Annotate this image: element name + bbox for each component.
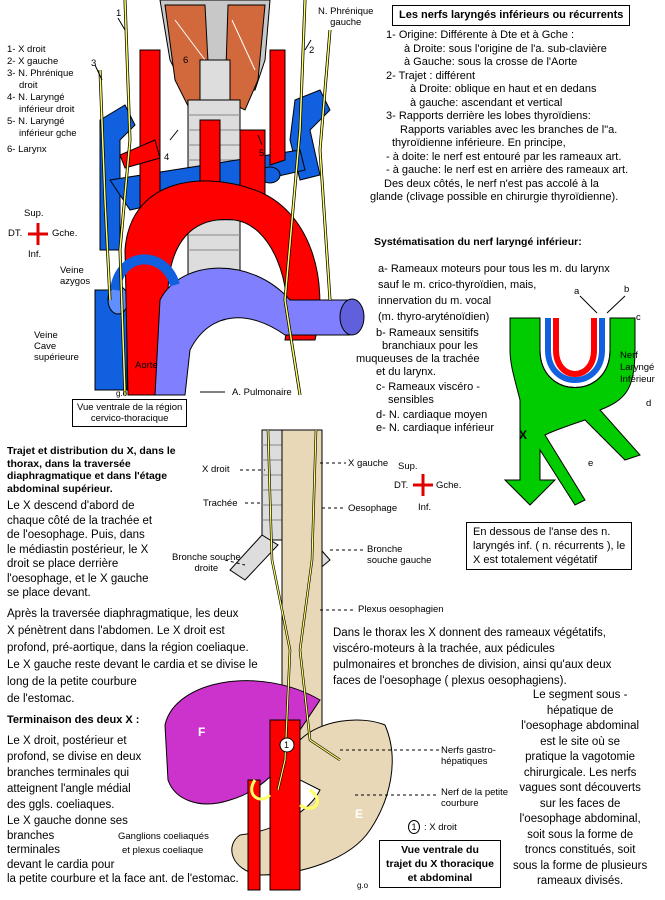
larynx-thyroid bbox=[159, 0, 271, 111]
label-nerfs-gastro: Nerfs gastro-hépatiques bbox=[441, 745, 496, 767]
schema-d: d bbox=[646, 398, 652, 409]
label-plexus: Plexus oesophagien bbox=[358, 604, 444, 615]
legend-item: inférieur gche bbox=[19, 128, 77, 139]
orient-dt: DT. bbox=[8, 228, 23, 239]
legend-item: inférieur droit bbox=[19, 104, 75, 115]
go-signature-bottom: g.o bbox=[357, 881, 369, 890]
legend-item: 1- X droit bbox=[7, 44, 46, 55]
celiac-ganglia bbox=[250, 779, 319, 810]
label-num4: 4 bbox=[164, 152, 170, 163]
schema-x: X bbox=[519, 428, 528, 442]
legend-item: 6- Larynx bbox=[7, 144, 47, 155]
orient2-sup: Sup. bbox=[398, 461, 418, 472]
label-num6: 6 bbox=[183, 55, 189, 66]
vagus-nerves-top-fill bbox=[99, 0, 331, 396]
go-signature-top: g.o bbox=[116, 389, 128, 398]
legend-item: 3- N. Phrénique bbox=[7, 68, 74, 79]
circle-marker-text: 1 bbox=[284, 740, 290, 750]
stomach-label: E bbox=[355, 807, 364, 821]
systematisation-text: a- Rameaux moteurs pour tous les m. du l… bbox=[378, 263, 610, 323]
vegetatif-box: En dessous de l'anse des n.laryngés inf.… bbox=[466, 522, 633, 570]
schema-b: b bbox=[624, 284, 630, 295]
orient2-inf: Inf. bbox=[418, 502, 432, 513]
orientation-cross-mid bbox=[413, 474, 433, 496]
trajet-p2: Après la traversée diaphragmatique, les … bbox=[7, 608, 258, 705]
label-trachee: Trachée bbox=[203, 498, 238, 509]
x-droit-marker bbox=[279, 737, 295, 753]
schema-c: c bbox=[636, 312, 641, 323]
recurrent-title-box: Les nerfs laryngés inférieurs ou récurre… bbox=[392, 5, 631, 26]
orient-gche: Gche. bbox=[52, 228, 78, 239]
systematisation-text-b: b- Rameaux sensitifs branchiaux pour les… bbox=[356, 327, 495, 434]
legend-item: 4- N. Laryngé bbox=[7, 92, 65, 103]
vagus-nerves-thorax-fill bbox=[267, 429, 341, 791]
schema-a: a bbox=[574, 286, 580, 297]
label-oesophage: Oesophage bbox=[348, 503, 398, 514]
aorte-label: Aorte bbox=[135, 360, 158, 371]
laryngeal-schema bbox=[503, 295, 641, 506]
label-x-gauche: X gauche bbox=[348, 458, 389, 469]
label-num1: 1 bbox=[116, 8, 122, 19]
x-droit-legend: : X droit bbox=[424, 822, 457, 833]
systematisation-title: Systématisation du nerf laryngé inférieu… bbox=[374, 236, 582, 248]
a-pulmonaire-label: A. Pulmonaire bbox=[232, 387, 292, 398]
orient-inf: Inf. bbox=[28, 249, 42, 260]
label-num3: 3 bbox=[91, 58, 97, 69]
arrow-markers-top bbox=[94, 17, 312, 146]
terminaison-title: Terminaison des deux X : bbox=[7, 714, 140, 726]
legend-item: droit bbox=[19, 80, 38, 91]
pointer-lines-mid bbox=[224, 462, 440, 796]
label-num5: 5 bbox=[259, 148, 265, 159]
orient-sup: Sup. bbox=[24, 208, 44, 219]
schema-e: e bbox=[588, 458, 594, 469]
legend-item: 2- X gauche bbox=[7, 56, 59, 67]
pulmonary-artery bbox=[154, 267, 365, 396]
orient2-gche: Gche. bbox=[436, 480, 462, 491]
x-droit-legend-circle: 1 bbox=[408, 820, 420, 834]
azygos-arch bbox=[110, 254, 180, 291]
thorax-text: Dans le thorax les X donnent des rameaux… bbox=[333, 627, 612, 687]
liver-label: F bbox=[198, 725, 206, 739]
top-legend-list: 1- X droit 2- X gauche 3- N. Phrénique d… bbox=[7, 44, 77, 156]
label-num2: 2 bbox=[309, 45, 315, 56]
recurrent-text: 1- Origine: Différente à Dte et à Gche :… bbox=[370, 29, 629, 203]
legend-item: 5- N. Laryngé bbox=[7, 116, 65, 127]
orientation-cross-top bbox=[28, 223, 48, 245]
orient2-dt: DT. bbox=[394, 480, 409, 491]
label-x-droit: X droit bbox=[202, 464, 230, 475]
aorta-arch bbox=[119, 49, 321, 396]
